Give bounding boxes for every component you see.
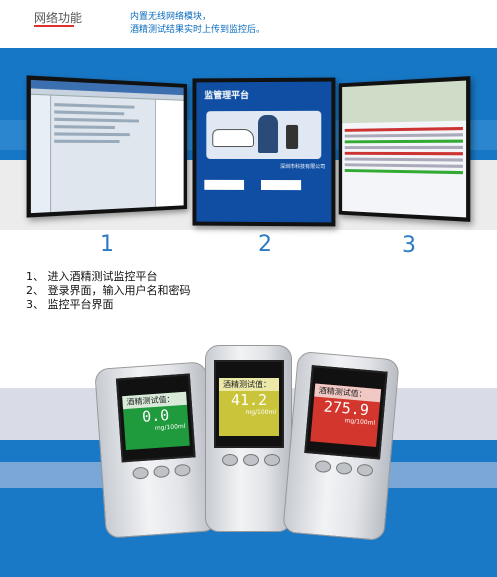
step-item: 1、 进入酒精测试监控平台 xyxy=(26,270,158,283)
device-button[interactable] xyxy=(264,454,280,466)
device-display: 酒精测试值： 41.2 mg/100ml xyxy=(214,360,284,448)
section-description: 内置无线网络模块， 酒精测试结果实时上传到监控后。 xyxy=(130,11,265,37)
login-title: 监管理平台 xyxy=(204,91,250,102)
records-table xyxy=(342,121,466,181)
step-item: 3、 监控平台界面 xyxy=(26,298,114,311)
device-button[interactable] xyxy=(243,454,259,466)
device-button[interactable] xyxy=(356,463,374,477)
description-line-2: 酒精测试结果实时上传到监控后。 xyxy=(130,25,266,35)
description-line-1: 内置无线网络模块， xyxy=(130,12,212,22)
breathalyzer-device-2: 酒精测试值： 41.2 mg/100ml xyxy=(205,345,292,532)
username-field[interactable] xyxy=(204,179,245,190)
map-panel xyxy=(342,80,467,124)
screen-number-2: 2 xyxy=(258,232,272,257)
screenshot-monitor-software xyxy=(26,75,188,218)
company-name: 深圳市科技有限公司 xyxy=(279,164,326,171)
display-panel: 酒精测试值： 275.9 mg/100ml xyxy=(310,383,382,448)
step-item: 2、 登录界面，输入用户名和密码 xyxy=(26,284,191,297)
display-label: 酒精测试值： xyxy=(219,378,279,391)
window-right-panel xyxy=(155,99,184,208)
breathalyzer-device-1: 酒精测试值： 0.0 mg/100ml xyxy=(94,361,218,539)
device-buttons xyxy=(132,463,191,480)
window-sidebar xyxy=(30,94,52,215)
screen-number-1: 1 xyxy=(100,232,114,257)
reading-unit: mg/100ml xyxy=(245,409,276,416)
title-underline xyxy=(34,25,74,27)
device-buttons xyxy=(314,459,374,477)
password-field[interactable] xyxy=(261,179,302,191)
display-panel: 酒精测试值： 41.2 mg/100ml xyxy=(219,378,279,436)
window-form xyxy=(51,96,155,214)
section-title: 网络功能 xyxy=(34,11,83,25)
device-button[interactable] xyxy=(335,461,353,476)
steps-list: 1、 进入酒精测试监控平台 2、 登录界面，输入用户名和密码 3、 监控平台界面 xyxy=(26,270,191,312)
device-display: 酒精测试值： 275.9 mg/100ml xyxy=(304,365,388,460)
police-car-illustration xyxy=(206,110,322,160)
device-button[interactable] xyxy=(153,465,170,479)
device-button[interactable] xyxy=(174,463,191,477)
device-buttons xyxy=(222,454,280,466)
device-button[interactable] xyxy=(222,454,238,466)
display-panel: 酒精测试值： 0.0 mg/100ml xyxy=(122,391,190,451)
device-display: 酒精测试值： 0.0 mg/100ml xyxy=(115,373,196,463)
screen-number-3: 3 xyxy=(402,233,416,258)
device-button[interactable] xyxy=(132,466,149,480)
screenshot-monitor-platform xyxy=(338,76,471,222)
device-button[interactable] xyxy=(314,459,332,474)
breathalyzer-device-3: 酒精测试值： 275.9 mg/100ml xyxy=(282,350,400,542)
screenshot-login-page: 监管理平台 深圳市科技有限公司 xyxy=(192,77,336,227)
reading-value: 41.2 xyxy=(230,391,268,409)
